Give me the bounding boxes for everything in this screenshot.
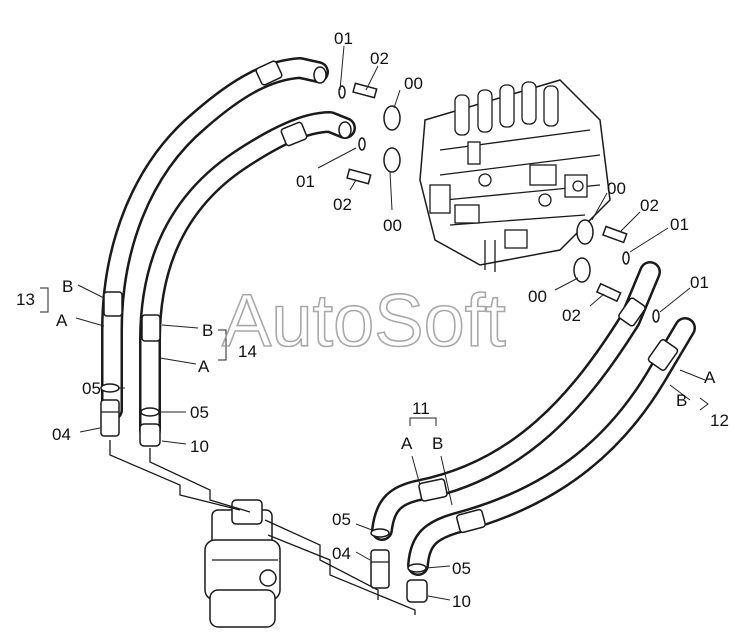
label-group-B: B [432,434,443,453]
flange-right-low [573,257,660,323]
label-group-11: 11 [412,399,430,418]
fitting-low-10 [406,563,428,603]
label-low-04: 04 [332,544,351,563]
label-right-02-low: 02 [562,306,581,325]
label-right-A: A [704,368,716,387]
label-right-00-low: 00 [528,287,547,306]
label-low-05a: 05 [332,510,351,529]
label-left-B: B [62,277,73,296]
label-top-01: 01 [334,29,353,48]
label-mid-05: 05 [190,403,209,422]
fitting-mid-10 [139,407,161,447]
label-group-A: A [401,434,413,453]
hose-14 [139,111,356,441]
fitting-low-04 [370,528,390,589]
label-mid-00: 00 [383,216,402,235]
label-right-02-top: 02 [640,196,659,215]
label-mid-01: 01 [296,172,315,191]
hose-11 [371,261,661,541]
flange-top [338,82,401,131]
leader-lines [40,45,709,601]
swing-motor [204,499,281,628]
hose-12 [407,317,696,576]
callout-labels: 01 02 00 01 02 00 00 02 01 00 02 01 13 B… [16,29,729,611]
label-left-A: A [56,311,68,330]
control-valve [419,79,611,272]
label-right-01-low: 01 [690,273,709,292]
label-right-00-top: 00 [607,179,626,198]
label-right-01-top: 01 [670,215,689,234]
label-left-05: 05 [82,379,101,398]
label-right-B: B [676,391,687,410]
pipe-routes [109,440,416,615]
label-top-00: 00 [404,74,423,93]
flange-mid [346,137,401,185]
label-mid-A: A [198,357,210,376]
label-mid-14: 14 [238,342,257,361]
label-mid-B: B [202,321,213,340]
label-mid-10: 10 [190,437,209,456]
fitting-left-04 [100,383,120,437]
hose-13 [101,57,329,421]
flange-right-top [576,219,630,265]
label-left-04: 04 [52,425,71,444]
label-mid-02: 02 [333,195,352,214]
label-right-12: 12 [710,411,729,430]
watermark: AutoSoft [222,279,506,362]
label-left-13: 13 [16,290,35,309]
label-top-02: 02 [370,49,389,68]
label-low-05b: 05 [452,559,471,578]
label-low-10: 10 [452,592,471,611]
